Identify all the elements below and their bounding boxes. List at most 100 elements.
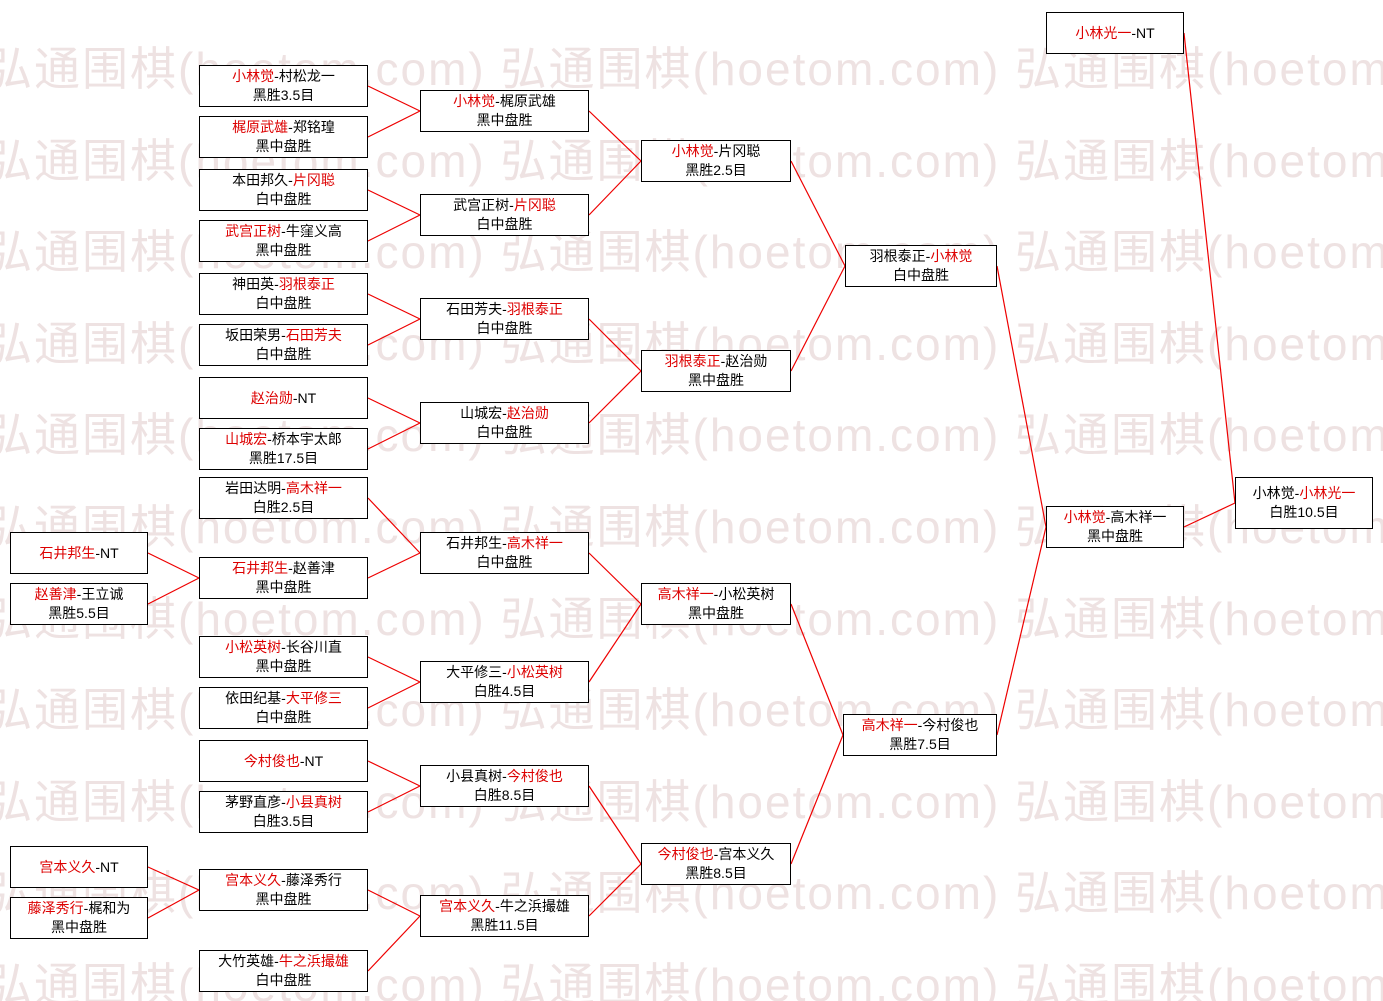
match-players: 小松英树-长谷川直	[200, 638, 367, 657]
match-box-nt_top: 小林光一-NT	[1046, 12, 1184, 54]
match-text: 石井邦生-	[446, 535, 507, 551]
match-box-r1_5: 神田英-羽根泰正白中盘胜	[199, 273, 368, 315]
winner-name: 片冈聪	[513, 197, 556, 213]
bracket-connector-line	[790, 734, 844, 865]
match-text: 小县真树-	[446, 768, 507, 784]
match-box-r1_7: 赵治勋-NT	[199, 377, 368, 419]
match-result: 白中盘胜	[200, 708, 367, 727]
match-players: 茅野直彦-小县真树	[200, 793, 367, 812]
match-text: 白中盘胜	[476, 554, 533, 570]
winner-name: 小林觉	[453, 93, 496, 109]
match-box-title: 小林觉-小林光一白胜10.5目	[1235, 477, 1373, 529]
match-text: 羽根泰正-	[869, 248, 931, 264]
match-result: 白中盘胜	[200, 971, 367, 990]
winner-name: 高木祥一	[657, 586, 714, 602]
match-box-r2_1: 小林觉-梶原武雄黑中盘胜	[420, 90, 589, 132]
match-players: 依田纪基-大平修三	[200, 689, 367, 708]
match-text: -梶和为	[83, 900, 131, 916]
match-text: 黑中盘胜	[688, 605, 744, 621]
bracket-connector-line	[367, 397, 421, 424]
match-text: 白中盘胜	[255, 709, 312, 725]
match-players: 武宫正树-牛窪义高	[200, 222, 367, 241]
match-result: 黑中盘胜	[642, 604, 790, 623]
match-result: 黑中盘胜	[200, 137, 367, 156]
match-players: 石井邦生-赵善津	[200, 559, 367, 578]
match-text: 黑中盘胜	[51, 919, 107, 935]
match-text: 白中盘胜	[255, 346, 312, 362]
match-text: 黑胜3.5目	[252, 87, 315, 103]
winner-name: 高木祥一	[285, 480, 342, 496]
match-result: 白胜3.5目	[200, 812, 367, 831]
match-text: -王立诚	[76, 586, 124, 602]
match-text: -长谷川直	[281, 639, 342, 655]
match-players: 羽根泰正-小林觉	[846, 247, 996, 266]
match-text: -郑铭瑝	[288, 119, 335, 135]
match-box-sf1: 羽根泰正-小林觉白中盘胜	[845, 245, 997, 287]
match-players: 大平修三-小松英树	[421, 663, 588, 682]
match-result: 白胜10.5目	[1236, 503, 1372, 522]
winner-name: 赵善津	[34, 586, 77, 602]
bracket-connector-line	[147, 889, 200, 919]
match-players: 小林觉-小林光一	[1236, 484, 1372, 503]
match-result: 白中盘胜	[200, 190, 367, 209]
match-result: 黑中盘胜	[200, 578, 367, 597]
match-result: 黑中盘胜	[421, 111, 588, 130]
match-box-r2_2: 武宫正树-片冈聪白中盘胜	[420, 194, 589, 236]
bracket-connector-line	[147, 866, 200, 891]
match-text: 白胜4.5目	[473, 683, 536, 699]
match-text: -NT	[1131, 24, 1155, 41]
match-players: 赵善津-王立诚	[11, 585, 147, 604]
winner-name: 赵治勋	[250, 389, 293, 406]
winner-name: 羽根泰正	[506, 301, 563, 317]
match-text: -片冈聪	[713, 143, 761, 159]
match-box-r3_2: 羽根泰正-赵治勋黑中盘胜	[641, 350, 791, 392]
match-result: 黑中盘胜	[1047, 527, 1183, 546]
match-text: 黑中盘胜	[688, 372, 744, 388]
match-text: 大平修三-	[446, 664, 507, 680]
match-text: 黑中盘胜	[255, 138, 312, 154]
bracket-connector-line	[367, 785, 421, 813]
match-box-r1_3: 本田邦久-片冈聪白中盘胜	[199, 169, 368, 211]
match-players: 宫本义久-藤泽秀行	[200, 871, 367, 890]
match-text: -今村俊也	[917, 717, 979, 733]
winner-name: 高木祥一	[506, 535, 563, 551]
match-result: 白中盘胜	[421, 319, 588, 338]
match-players: 本田邦久-片冈聪	[200, 171, 367, 190]
match-text: -NT	[95, 858, 119, 875]
bracket-connector-line	[147, 577, 200, 605]
match-result: 黑胜3.5目	[200, 86, 367, 105]
match-text: 黑胜7.5目	[889, 736, 951, 752]
match-box-r1_15: 宫本义久-藤泽秀行黑中盘胜	[199, 869, 368, 911]
bracket-connector-line	[367, 318, 421, 346]
match-text: 黑中盘胜	[255, 891, 312, 907]
match-text: 白中盘胜	[476, 320, 533, 336]
match-box-r1_2: 梶原武雄-郑铭瑝黑中盘胜	[199, 116, 368, 158]
winner-name: 小县真树	[285, 794, 342, 810]
match-players: 石井邦生-高木祥一	[421, 534, 588, 553]
match-result: 白中盘胜	[421, 553, 588, 572]
match-text: -宫本义久	[713, 846, 775, 862]
match-text: -藤泽秀行	[281, 872, 342, 888]
match-result: 白中盘胜	[846, 266, 996, 285]
match-box-r1_1: 小林觉-村松龙一黑胜3.5目	[199, 65, 368, 107]
match-box-r2_4: 山城宏-赵治勋白中盘胜	[420, 402, 589, 444]
bracket-connector-line	[588, 552, 642, 605]
match-result: 白胜8.5目	[421, 786, 588, 805]
winner-name: 小松英树	[506, 664, 563, 680]
bracket-connector-line	[790, 265, 846, 372]
match-text: -NT	[292, 389, 317, 406]
match-box-r2_6: 大平修三-小松英树白胜4.5目	[420, 661, 589, 703]
winner-name: 高木祥一	[861, 717, 918, 733]
winner-name: 赵治勋	[506, 405, 549, 421]
match-text: 武宫正树-	[453, 197, 514, 213]
match-players: 小林觉-村松龙一	[200, 67, 367, 86]
winner-name: 小林觉	[232, 68, 275, 84]
match-box-preA2: 赵善津-王立诚黑胜5.5目	[10, 583, 148, 625]
match-text: 黑胜11.5目	[470, 917, 539, 933]
match-text: 白中盘胜	[255, 191, 312, 207]
match-result: 黑中盘胜	[200, 241, 367, 260]
match-result: 白中盘胜	[200, 345, 367, 364]
match-players: 石田芳夫-羽根泰正	[421, 300, 588, 319]
match-box-r1_4: 武宫正树-牛窪义高黑中盘胜	[199, 220, 368, 262]
